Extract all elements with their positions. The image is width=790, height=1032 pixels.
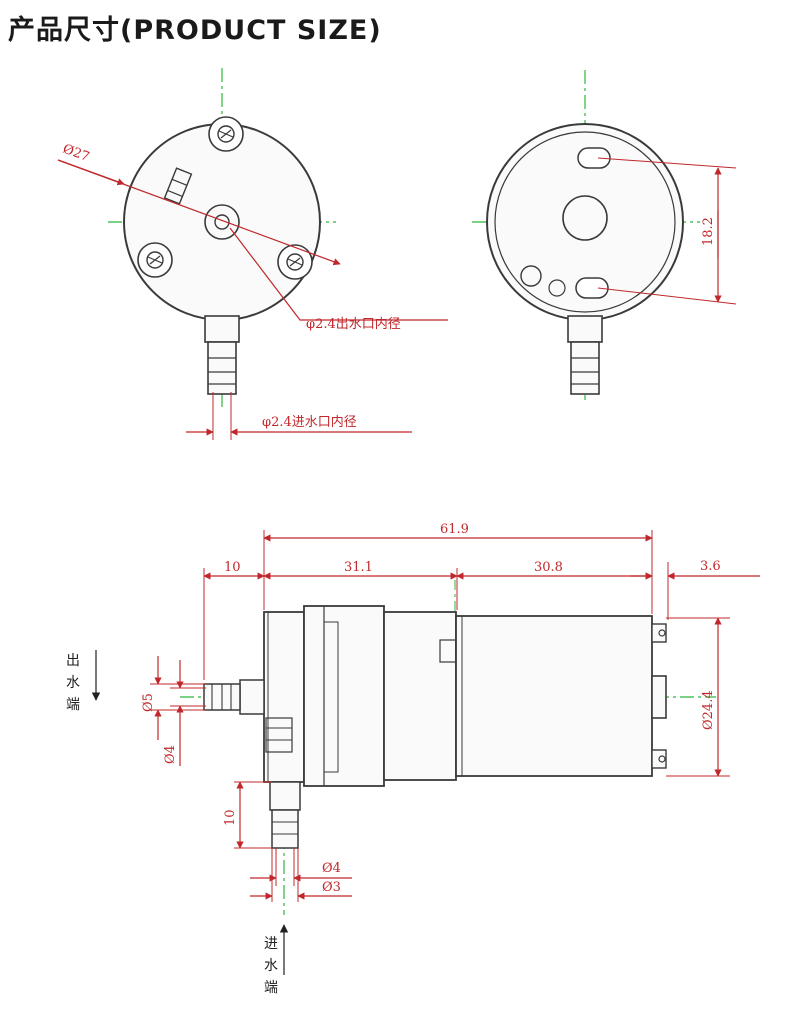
motor-length-label: 30.8 bbox=[534, 560, 563, 575]
front-pump-body bbox=[123, 123, 321, 321]
terminal-spacing-label: 18.2 bbox=[701, 217, 716, 246]
rear-bearing-boss bbox=[562, 195, 608, 241]
inlet-height-label: 10 bbox=[223, 809, 238, 826]
screw-lug-top bbox=[208, 116, 244, 152]
outlet-bore-label: φ2.4出水口内径 bbox=[306, 316, 401, 332]
outlet-od-label: Ø5 bbox=[141, 693, 156, 712]
front-view: Ø27 φ2.4出水口内径 φ2.4进水口内径 bbox=[57, 68, 448, 440]
motor-end-bushing bbox=[651, 675, 667, 719]
valve-detail bbox=[265, 717, 293, 753]
rear-inlet-tube bbox=[567, 315, 603, 395]
screw-lug-right bbox=[277, 244, 313, 280]
front-inlet-tube bbox=[204, 315, 240, 395]
page-title: 产品尺寸(PRODUCT SIZE) bbox=[8, 15, 382, 46]
outlet-bore-leader bbox=[229, 227, 448, 321]
pump-coupler bbox=[383, 611, 457, 781]
side-view: 61.9 10 31.1 30.8 3.6 Ø24.4 Ø5 Ø4 bbox=[66, 522, 760, 996]
inlet-flow-label: 进水端 bbox=[264, 936, 278, 996]
motor-can bbox=[455, 615, 653, 777]
terminal-slot-bottom bbox=[575, 277, 609, 299]
dia-body-label: Ø27 bbox=[61, 142, 92, 165]
screw-lug-left bbox=[137, 242, 173, 278]
embossed-mark bbox=[163, 167, 193, 205]
pump-housing bbox=[303, 605, 385, 787]
inlet-nozzle bbox=[269, 781, 301, 849]
pump-length-label: 31.1 bbox=[344, 560, 373, 575]
outlet-flow-label: 出水端 bbox=[66, 653, 80, 713]
inlet-bore-label: φ2.4进水口内径 bbox=[262, 414, 357, 430]
front-outlet-port bbox=[214, 214, 230, 230]
pump-head bbox=[263, 611, 305, 783]
rear-vent-hole bbox=[520, 265, 542, 287]
terminal-slot-top bbox=[577, 147, 611, 169]
outlet-offset-label: 10 bbox=[224, 560, 241, 575]
inlet-od-label: Ø4 bbox=[322, 861, 341, 876]
front-hub bbox=[204, 204, 240, 240]
outlet-nozzle bbox=[203, 679, 265, 715]
outlet-id-label: Ø4 bbox=[163, 745, 178, 764]
terminal-length-label: 3.6 bbox=[700, 559, 721, 574]
rear-view: 18.2 bbox=[472, 70, 737, 400]
inlet-id-label: Ø3 bbox=[322, 880, 341, 895]
overall-length-label: 61.9 bbox=[440, 522, 469, 537]
motor-dia-label: Ø24.4 bbox=[701, 690, 716, 730]
